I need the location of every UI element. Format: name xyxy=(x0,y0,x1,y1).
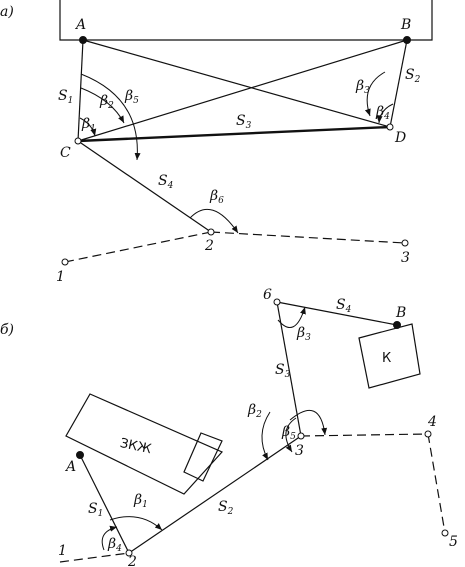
point-3-b xyxy=(297,432,305,440)
side-s1-line xyxy=(77,39,84,142)
angle-b3-arc xyxy=(364,71,386,117)
building-zkzh xyxy=(65,393,224,495)
label-s2: S2 xyxy=(405,67,421,85)
building-k xyxy=(358,323,421,389)
label-b-b: B xyxy=(395,305,406,321)
label-b1-b: β1 xyxy=(133,492,148,510)
point-c xyxy=(74,137,82,145)
side-s4-line-b xyxy=(276,301,398,326)
side-s2-line xyxy=(389,39,408,128)
label-d: D xyxy=(394,130,406,146)
angle-b5-outer-arc-b xyxy=(289,410,328,436)
angle-b2-arc xyxy=(80,87,125,124)
side-s1-line-b xyxy=(79,454,130,554)
building-outline xyxy=(59,0,433,41)
label-b: B xyxy=(400,17,411,33)
label-3: 3 xyxy=(401,250,410,266)
point-b xyxy=(403,36,411,44)
traverse-line-4-5-b xyxy=(427,433,446,534)
label-b1: β1 xyxy=(81,116,96,134)
label-b6: β6 xyxy=(209,188,224,206)
side-s2-line-b xyxy=(128,435,302,554)
label-1-b: 1 xyxy=(58,543,67,559)
side-s3-line-b xyxy=(276,301,302,437)
point-2-b xyxy=(125,549,133,557)
traverse-line-1-2-b xyxy=(59,552,130,563)
angle-b1-arc-b xyxy=(109,516,163,531)
point-1 xyxy=(61,258,69,266)
point-a-b xyxy=(76,451,84,459)
label-2: 2 xyxy=(204,238,214,254)
traverse-line-1-2 xyxy=(64,231,212,263)
label-2-b: 2 xyxy=(127,554,137,567)
point-4-b xyxy=(424,430,432,438)
traverse-line-3-4-b xyxy=(300,433,429,437)
label-s4: S4 xyxy=(158,173,174,191)
label-c: C xyxy=(60,145,71,161)
label-b4: β4 xyxy=(375,104,390,122)
label-s2-b: S2 xyxy=(218,499,234,517)
label-b2: β2 xyxy=(99,93,114,111)
angle-b4-arc xyxy=(376,103,394,124)
point-2 xyxy=(207,228,215,236)
label-s1: S1 xyxy=(58,88,73,106)
angle-b6-arc xyxy=(189,208,239,234)
building-k-label: К xyxy=(382,351,391,366)
label-1: 1 xyxy=(56,269,65,285)
label-6-b: 6 xyxy=(263,287,272,303)
label-s3: S3 xyxy=(236,113,252,131)
building-zkzh-label: ЗКЖ xyxy=(119,436,153,457)
label-b5-b: β5 xyxy=(281,424,296,442)
label-b3-b: β3 xyxy=(296,325,311,343)
building-zkzh-annex xyxy=(183,432,223,482)
angle-b3-arc-b xyxy=(277,306,306,329)
panel-b: б) ЗКЖ К A B 2 1 3 xyxy=(0,287,458,567)
angle-b1-arc xyxy=(79,117,97,137)
label-s4-b: S4 xyxy=(336,297,352,315)
point-a xyxy=(79,36,87,44)
panel-b-label: б) xyxy=(0,322,14,338)
label-b5: β5 xyxy=(124,88,139,106)
panel-a: а) A B C D 2 1 3 S1 xyxy=(0,0,433,285)
angle-b5-arc xyxy=(80,73,141,161)
point-3 xyxy=(401,239,409,247)
angle-b5-arc-b xyxy=(285,417,297,453)
line-a-d xyxy=(82,39,391,128)
traverse-line-2-3 xyxy=(210,231,406,244)
side-s3-line xyxy=(77,125,391,143)
angle-b2-arc-b xyxy=(261,411,271,461)
angle-b4-arc-b xyxy=(101,525,118,551)
label-b2-b: β2 xyxy=(247,402,262,420)
label-a-b: A xyxy=(64,459,76,475)
label-4-b: 4 xyxy=(427,414,437,430)
panel-a-label: а) xyxy=(0,4,14,20)
label-5-b: 5 xyxy=(449,534,458,550)
label-b3: β3 xyxy=(355,78,370,96)
point-5-b xyxy=(441,529,449,537)
point-d xyxy=(386,123,394,131)
label-a: A xyxy=(74,17,86,33)
point-6-b xyxy=(273,298,281,306)
side-s4-line xyxy=(77,140,212,233)
label-b4-b: β4 xyxy=(107,536,122,554)
line-b-c xyxy=(77,39,408,142)
label-s1-b: S1 xyxy=(88,501,103,519)
label-3-b: 3 xyxy=(295,443,304,459)
label-s3-b: S3 xyxy=(275,362,291,380)
point-b-b xyxy=(393,321,401,329)
